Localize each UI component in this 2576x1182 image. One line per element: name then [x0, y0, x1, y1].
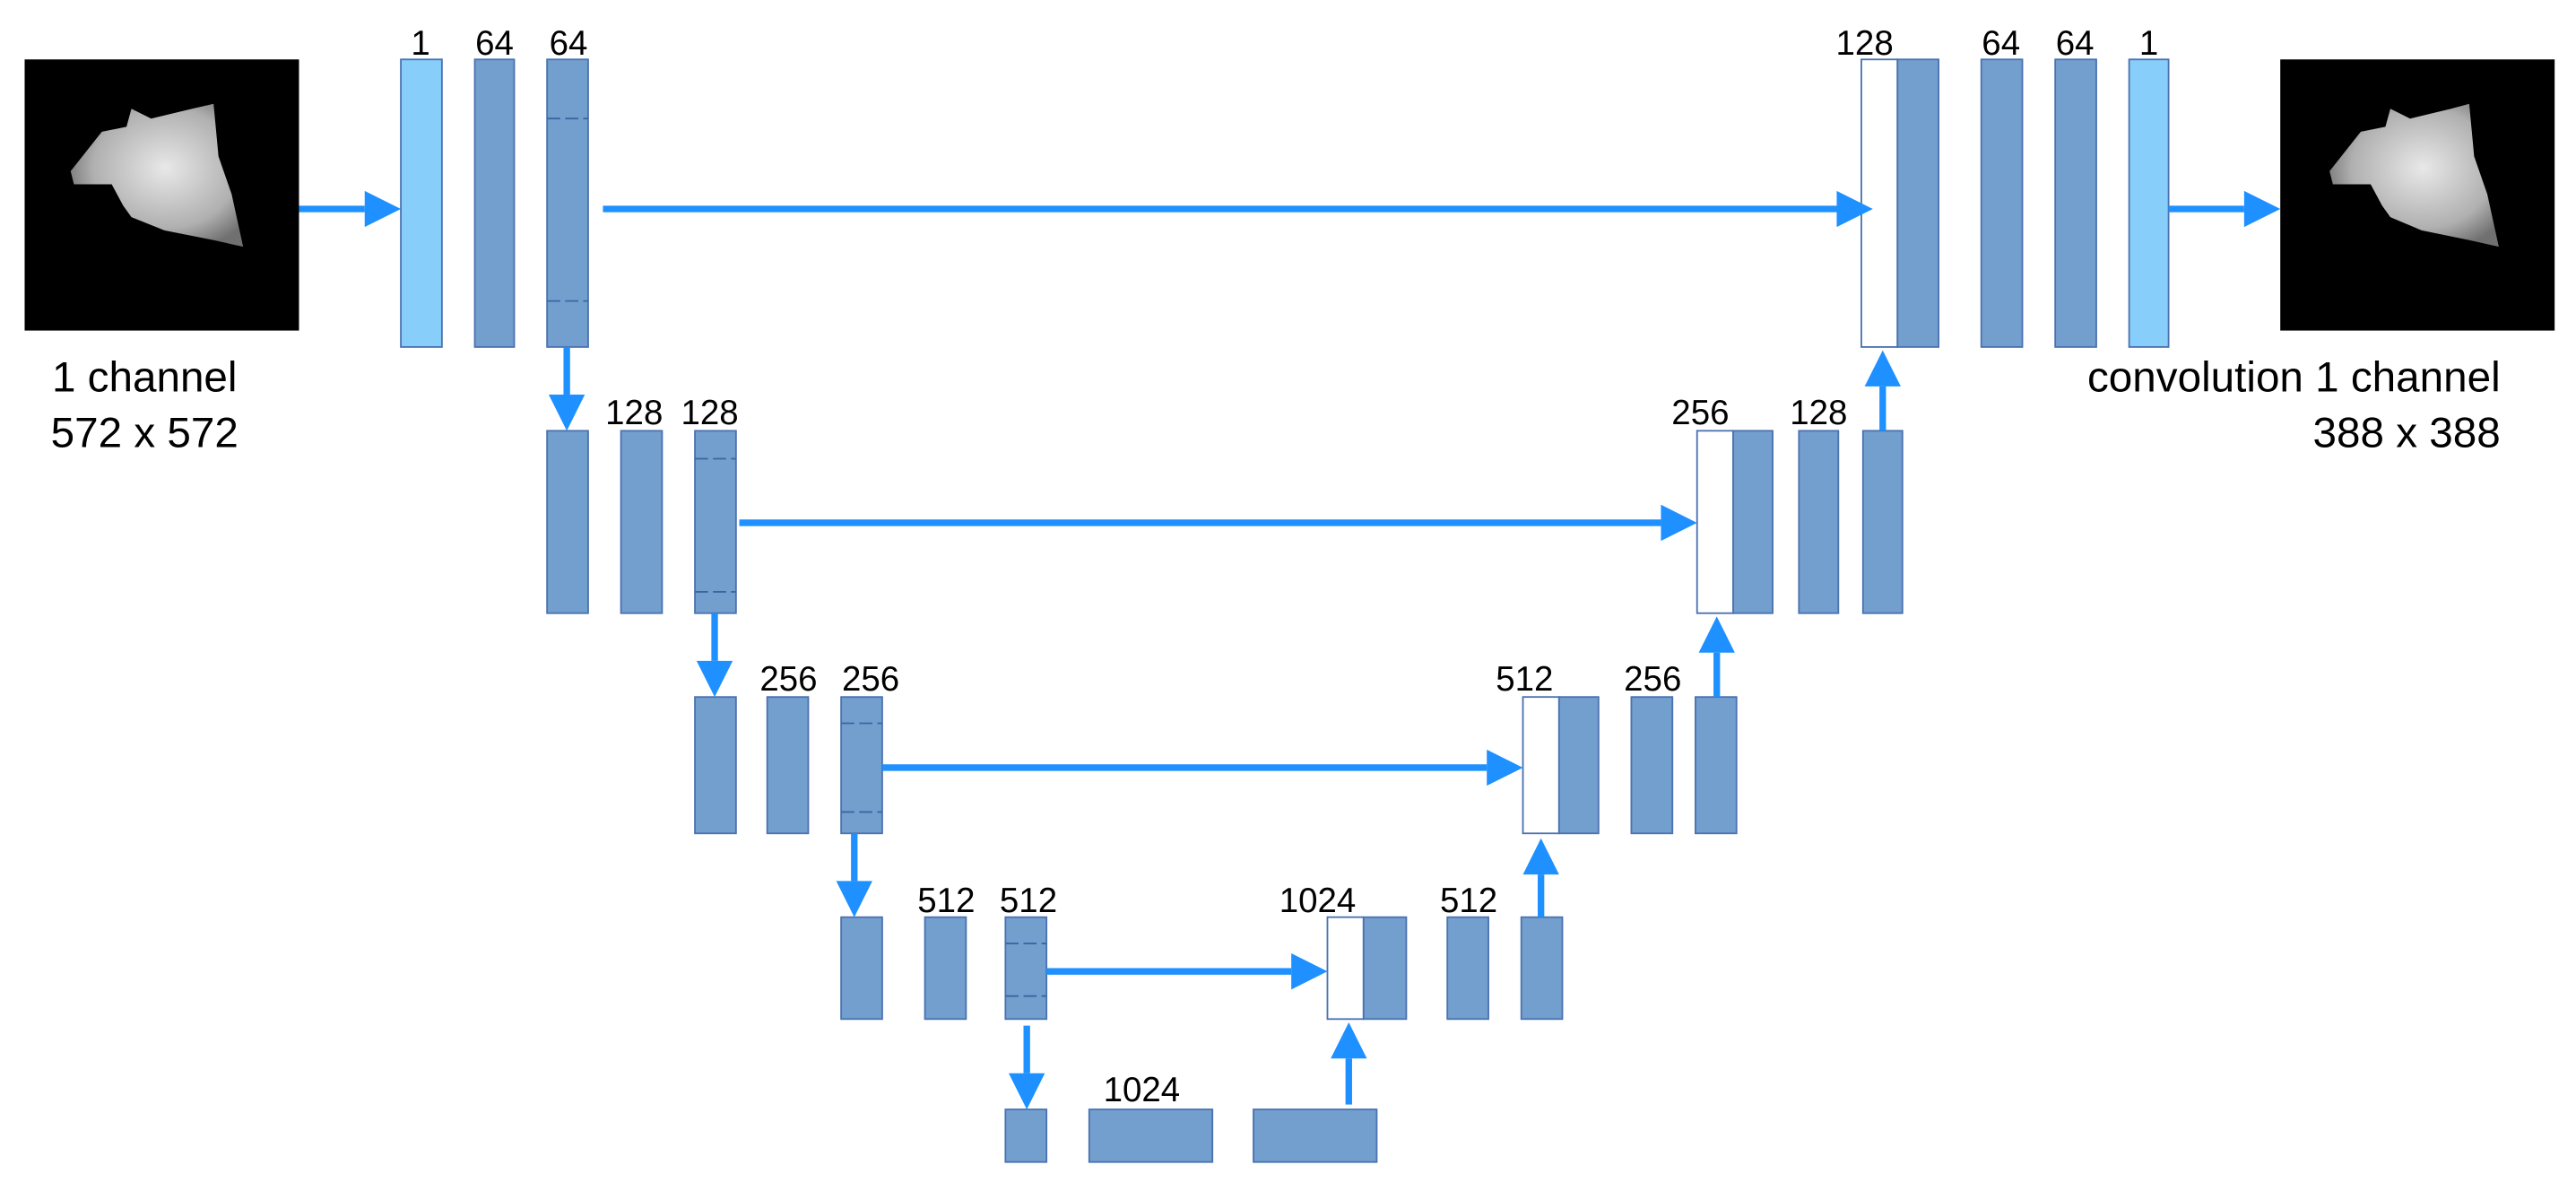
label-enc1-b: 128: [681, 394, 738, 432]
label-dec3-a: 512: [1440, 882, 1497, 920]
dec3-conv1-block: [1446, 916, 1489, 1021]
arrowhead-icon: [1009, 1073, 1045, 1110]
dec2-conv2-block: [1694, 696, 1738, 835]
output-image: [2280, 59, 2555, 331]
enc0-conv1-block: [473, 58, 516, 348]
dec2-conv1-block: [1630, 696, 1674, 835]
dec3-upconv-block: [1362, 916, 1408, 1021]
dec0-conv1-block: [1980, 58, 2024, 348]
label-enc3-b: 512: [1000, 882, 1057, 920]
bottleneck-conv1-block: [1088, 1108, 1214, 1163]
dec1-copied-block: [1696, 430, 1734, 614]
enc2-conv2-block: [840, 696, 883, 835]
input-layer-block: [400, 58, 443, 348]
dec2-copied-block: [1522, 696, 1560, 835]
upconv-arrow-level1: [1864, 350, 1901, 431]
dec0-copied-block: [1860, 58, 1899, 348]
bottleneck-conv2-block: [1253, 1108, 1378, 1163]
label-dec0-b: 64: [2056, 24, 2095, 63]
output-layer-block: [2128, 58, 2170, 348]
label-dec0-a: 64: [1982, 24, 2020, 63]
arrowhead-icon: [696, 660, 733, 698]
enc2-conv1-block: [766, 696, 810, 835]
pool-arrow-level1: [696, 613, 733, 698]
input-caption-channels: 1 channel: [52, 353, 238, 401]
input-caption-size: 572 x 572: [51, 410, 239, 457]
arrowhead-icon: [364, 190, 402, 228]
label-enc0-b: 64: [550, 24, 588, 63]
dec0-conv2-block: [2054, 58, 2097, 348]
label-dec3-concat: 1024: [1279, 882, 1357, 920]
enc1-pool-block: [546, 430, 589, 614]
output-caption-conv: convolution 1 channel: [2087, 353, 2501, 401]
upconv-arrow-level2: [1698, 616, 1735, 698]
enc3-conv2-block: [1004, 916, 1048, 1021]
upconv-arrow-level3: [1522, 838, 1559, 917]
output-arrow: [2168, 190, 2281, 228]
enc2-pool-block: [694, 696, 737, 835]
arrowhead-icon: [1331, 1021, 1367, 1059]
dec1-upconv-block: [1732, 430, 1774, 614]
arrowhead-icon: [836, 881, 872, 917]
enc3-pool-block: [840, 916, 883, 1021]
skip-arrow-level3: [1046, 953, 1328, 990]
skip-arrow-level1: [739, 504, 1697, 542]
label-bottleneck: 1024: [1104, 1071, 1181, 1109]
input-image: [24, 59, 299, 331]
bottleneck-pool-block: [1004, 1108, 1048, 1163]
label-dec0-concat: 128: [1836, 24, 1894, 63]
output-caption-size: 388 x 388: [2313, 410, 2501, 457]
arrowhead-icon: [1487, 749, 1523, 787]
label-enc1-a: 128: [605, 394, 663, 432]
arrowhead-icon: [1661, 504, 1697, 542]
label-dec1-concat: 256: [1671, 394, 1729, 432]
arrowhead-icon: [1698, 616, 1735, 653]
enc0-conv2-block: [546, 58, 589, 348]
pool-arrow-level2: [836, 833, 872, 917]
skip-arrow-level2: [881, 749, 1523, 787]
dec1-conv1-block: [1798, 430, 1840, 614]
enc3-conv1-block: [924, 916, 967, 1021]
enc1-conv2-block: [694, 430, 737, 614]
label-dec0-out: 1: [2139, 24, 2158, 63]
upconv-arrow-level4: [1331, 1021, 1367, 1105]
label-dec2-a: 256: [1624, 660, 1681, 699]
enc1-conv1-block: [620, 430, 664, 614]
dec2-upconv-block: [1557, 696, 1600, 835]
arrowhead-icon: [1522, 838, 1559, 875]
dec0-upconv-block: [1896, 58, 1939, 348]
label-dec2-concat: 512: [1496, 660, 1553, 699]
label-enc0-a: 64: [475, 24, 514, 63]
label-enc2-b: 256: [842, 660, 899, 699]
dec1-conv2-block: [1861, 430, 1904, 614]
arrowhead-icon: [1291, 953, 1328, 990]
label-dec1-a: 128: [1790, 394, 1847, 432]
pool-arrow-level0: [548, 346, 585, 431]
arrowhead-icon: [548, 395, 585, 431]
dec3-copied-block: [1326, 916, 1365, 1021]
dec3-conv2-block: [1520, 916, 1564, 1021]
arrowhead-icon: [1836, 190, 1873, 228]
input-arrow: [299, 190, 402, 228]
label-enc3-a: 512: [917, 882, 975, 920]
label-enc2-a: 256: [759, 660, 817, 699]
arrowhead-icon: [2243, 190, 2281, 228]
label-enc0-in: 1: [411, 24, 429, 63]
pool-arrow-level3: [1009, 1025, 1045, 1110]
arrowhead-icon: [1864, 350, 1901, 387]
skip-arrow-level0: [603, 190, 1873, 228]
